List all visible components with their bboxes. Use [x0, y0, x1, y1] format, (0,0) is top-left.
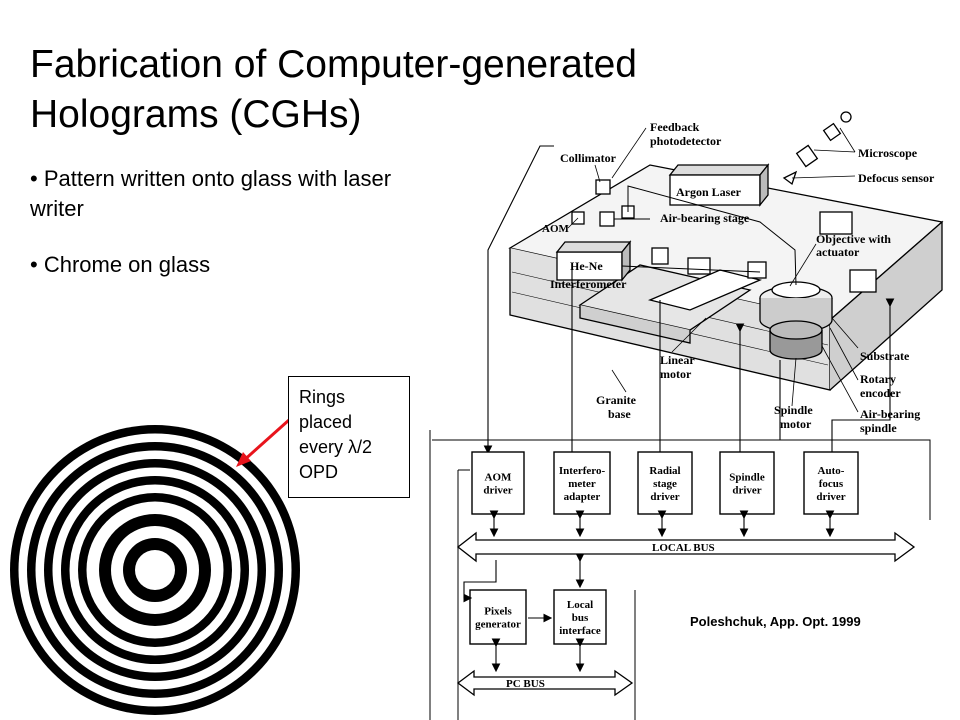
callout-arrow: [236, 418, 290, 467]
driver-box-label: meter: [568, 478, 596, 490]
label-microscope: Microscope: [858, 146, 918, 160]
label-linear-2: motor: [660, 367, 692, 381]
leader-lines: [567, 127, 859, 413]
bus-connectors: [463, 510, 835, 673]
driver-box-label: AOM: [485, 472, 513, 484]
driver-box-label: driver: [816, 491, 845, 503]
label-air-spindle-1: Air-bearing: [860, 407, 920, 421]
label-pc-bus: PC BUS: [506, 678, 545, 690]
label-granite-2: base: [608, 407, 631, 421]
label-rotary-1: Rotary: [860, 372, 896, 386]
label-aom: AOM: [542, 223, 570, 235]
driver-box-label: adapter: [564, 491, 601, 503]
driver-box-label: generator: [475, 619, 521, 631]
argon-laser: [669, 174, 761, 206]
optics-assembly: [555, 111, 877, 360]
callout-line: placed: [299, 412, 353, 432]
rings-callout-box: Rings placed every λ/2 OPD: [288, 376, 410, 498]
label-spindle-motor-1: Spindle: [774, 403, 813, 417]
label-collimator: Collimator: [560, 151, 617, 165]
label-defocus: Defocus sensor: [858, 171, 935, 185]
label-objective-1: Objective with: [816, 232, 891, 246]
bullet-chrome-on-glass: • Chrome on glass: [30, 252, 211, 277]
driver-box-label: driver: [650, 491, 679, 503]
driver-box-label: driver: [732, 485, 761, 497]
driver-box-label: focus: [819, 478, 844, 490]
driver-box-label: interface: [559, 625, 601, 637]
ring: [135, 550, 175, 590]
label-linear-1: Linear: [660, 353, 695, 367]
label-spindle-motor-2: motor: [780, 417, 812, 431]
ring-hologram: [10, 425, 300, 715]
label-objective-2: actuator: [816, 245, 860, 259]
driver-box-label: Interfero-: [559, 465, 606, 477]
callout-line: OPD: [299, 462, 339, 482]
slide-title: Fabrication of Computer-generated Hologr…: [30, 43, 637, 136]
label-interferometer: Interferometer: [550, 277, 627, 291]
bullet-laser-writer: • Pattern written onto glass with laser …: [30, 166, 392, 221]
driver-boxes: AOMdriverInterfero-meteradapterRadialsta…: [469, 451, 859, 645]
label-local-bus: LOCAL BUS: [652, 542, 715, 554]
citation: Poleshchuk, App. Opt. 1999: [690, 614, 861, 629]
callout-line: Rings: [299, 387, 346, 407]
driver-box-label: Local: [567, 599, 593, 611]
label-air-spindle-2: spindle: [860, 421, 897, 435]
driver-box-label: Auto-: [818, 465, 845, 477]
driver-box-label: Radial: [649, 465, 680, 477]
label-hene: He-Ne: [570, 259, 603, 273]
driver-box-label: Pixels: [484, 606, 512, 618]
label-rotary-2: encoder: [860, 386, 901, 400]
label-substrate: Substrate: [860, 349, 910, 363]
pc-bus: [456, 669, 634, 697]
callout-line: every λ/2: [299, 437, 373, 457]
label-granite-1: Granite: [596, 393, 637, 407]
label-feedback-1: Feedback: [650, 120, 700, 134]
label-feedback-2: photodetector: [650, 134, 722, 148]
label-air-stage: Air-bearing stage: [660, 211, 750, 225]
local-bus: [456, 531, 916, 563]
driver-box-label: driver: [483, 485, 512, 497]
electronics-frame: [429, 430, 931, 720]
diagram-labels: Collimator Feedback photodetector Micros…: [506, 120, 935, 690]
driver-box-label: Spindle: [729, 472, 765, 484]
driver-box-label: stage: [653, 478, 677, 490]
driver-box-label: bus: [572, 612, 589, 624]
label-argon: Argon Laser: [676, 185, 742, 199]
